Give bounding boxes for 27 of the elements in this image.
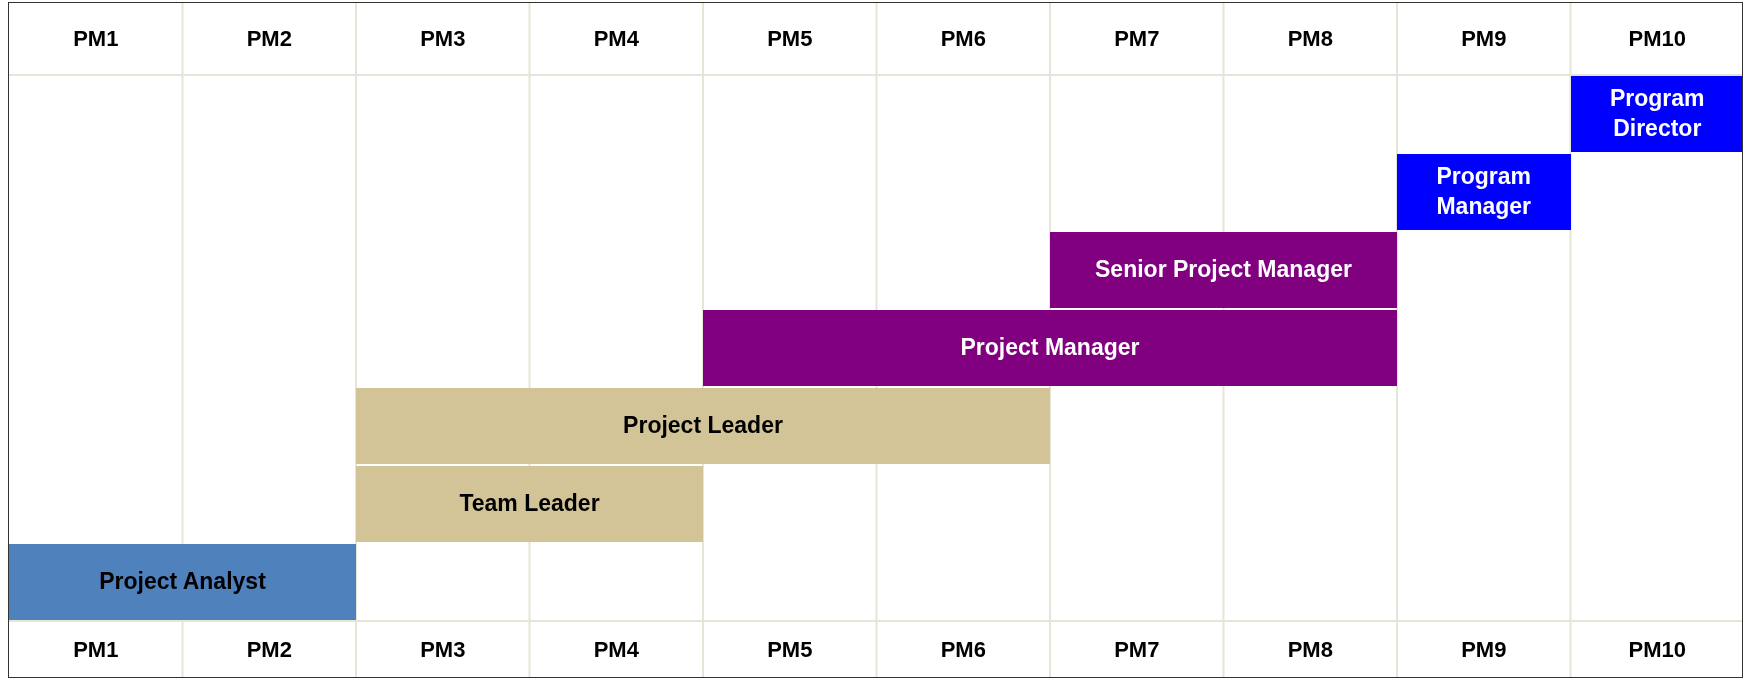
column-header: PM7 bbox=[1113, 636, 1161, 664]
column-header: PM10 bbox=[1627, 25, 1687, 53]
column-header: PM9 bbox=[1460, 25, 1508, 53]
column-header: PM6 bbox=[939, 636, 987, 664]
role-bar: Senior Project Manager bbox=[1050, 232, 1397, 308]
role-bar: Team Leader bbox=[356, 466, 703, 542]
column-header: PM4 bbox=[592, 25, 640, 53]
column-header: PM2 bbox=[245, 25, 293, 53]
role-bar: Program Director bbox=[1570, 76, 1742, 152]
column-header: PM6 bbox=[939, 25, 987, 53]
role-bar: Program Manager bbox=[1397, 154, 1571, 230]
column-header: PM7 bbox=[1113, 25, 1161, 53]
column-header: PM8 bbox=[1286, 636, 1334, 664]
role-bar: Project Manager bbox=[703, 310, 1397, 386]
column-header: PM8 bbox=[1286, 25, 1334, 53]
column-header: PM1 bbox=[72, 636, 120, 664]
column-header: PM10 bbox=[1627, 636, 1687, 664]
column-header: PM2 bbox=[245, 636, 293, 664]
column-header: PM9 bbox=[1460, 636, 1508, 664]
role-bar: Project Analyst bbox=[9, 544, 356, 620]
column-header: PM3 bbox=[419, 636, 467, 664]
column-header: PM3 bbox=[419, 25, 467, 53]
column-header: PM5 bbox=[766, 25, 814, 53]
role-bar: Project Leader bbox=[356, 388, 1050, 464]
column-header: PM4 bbox=[592, 636, 640, 664]
column-header: PM5 bbox=[766, 636, 814, 664]
column-header: PM1 bbox=[72, 25, 120, 53]
